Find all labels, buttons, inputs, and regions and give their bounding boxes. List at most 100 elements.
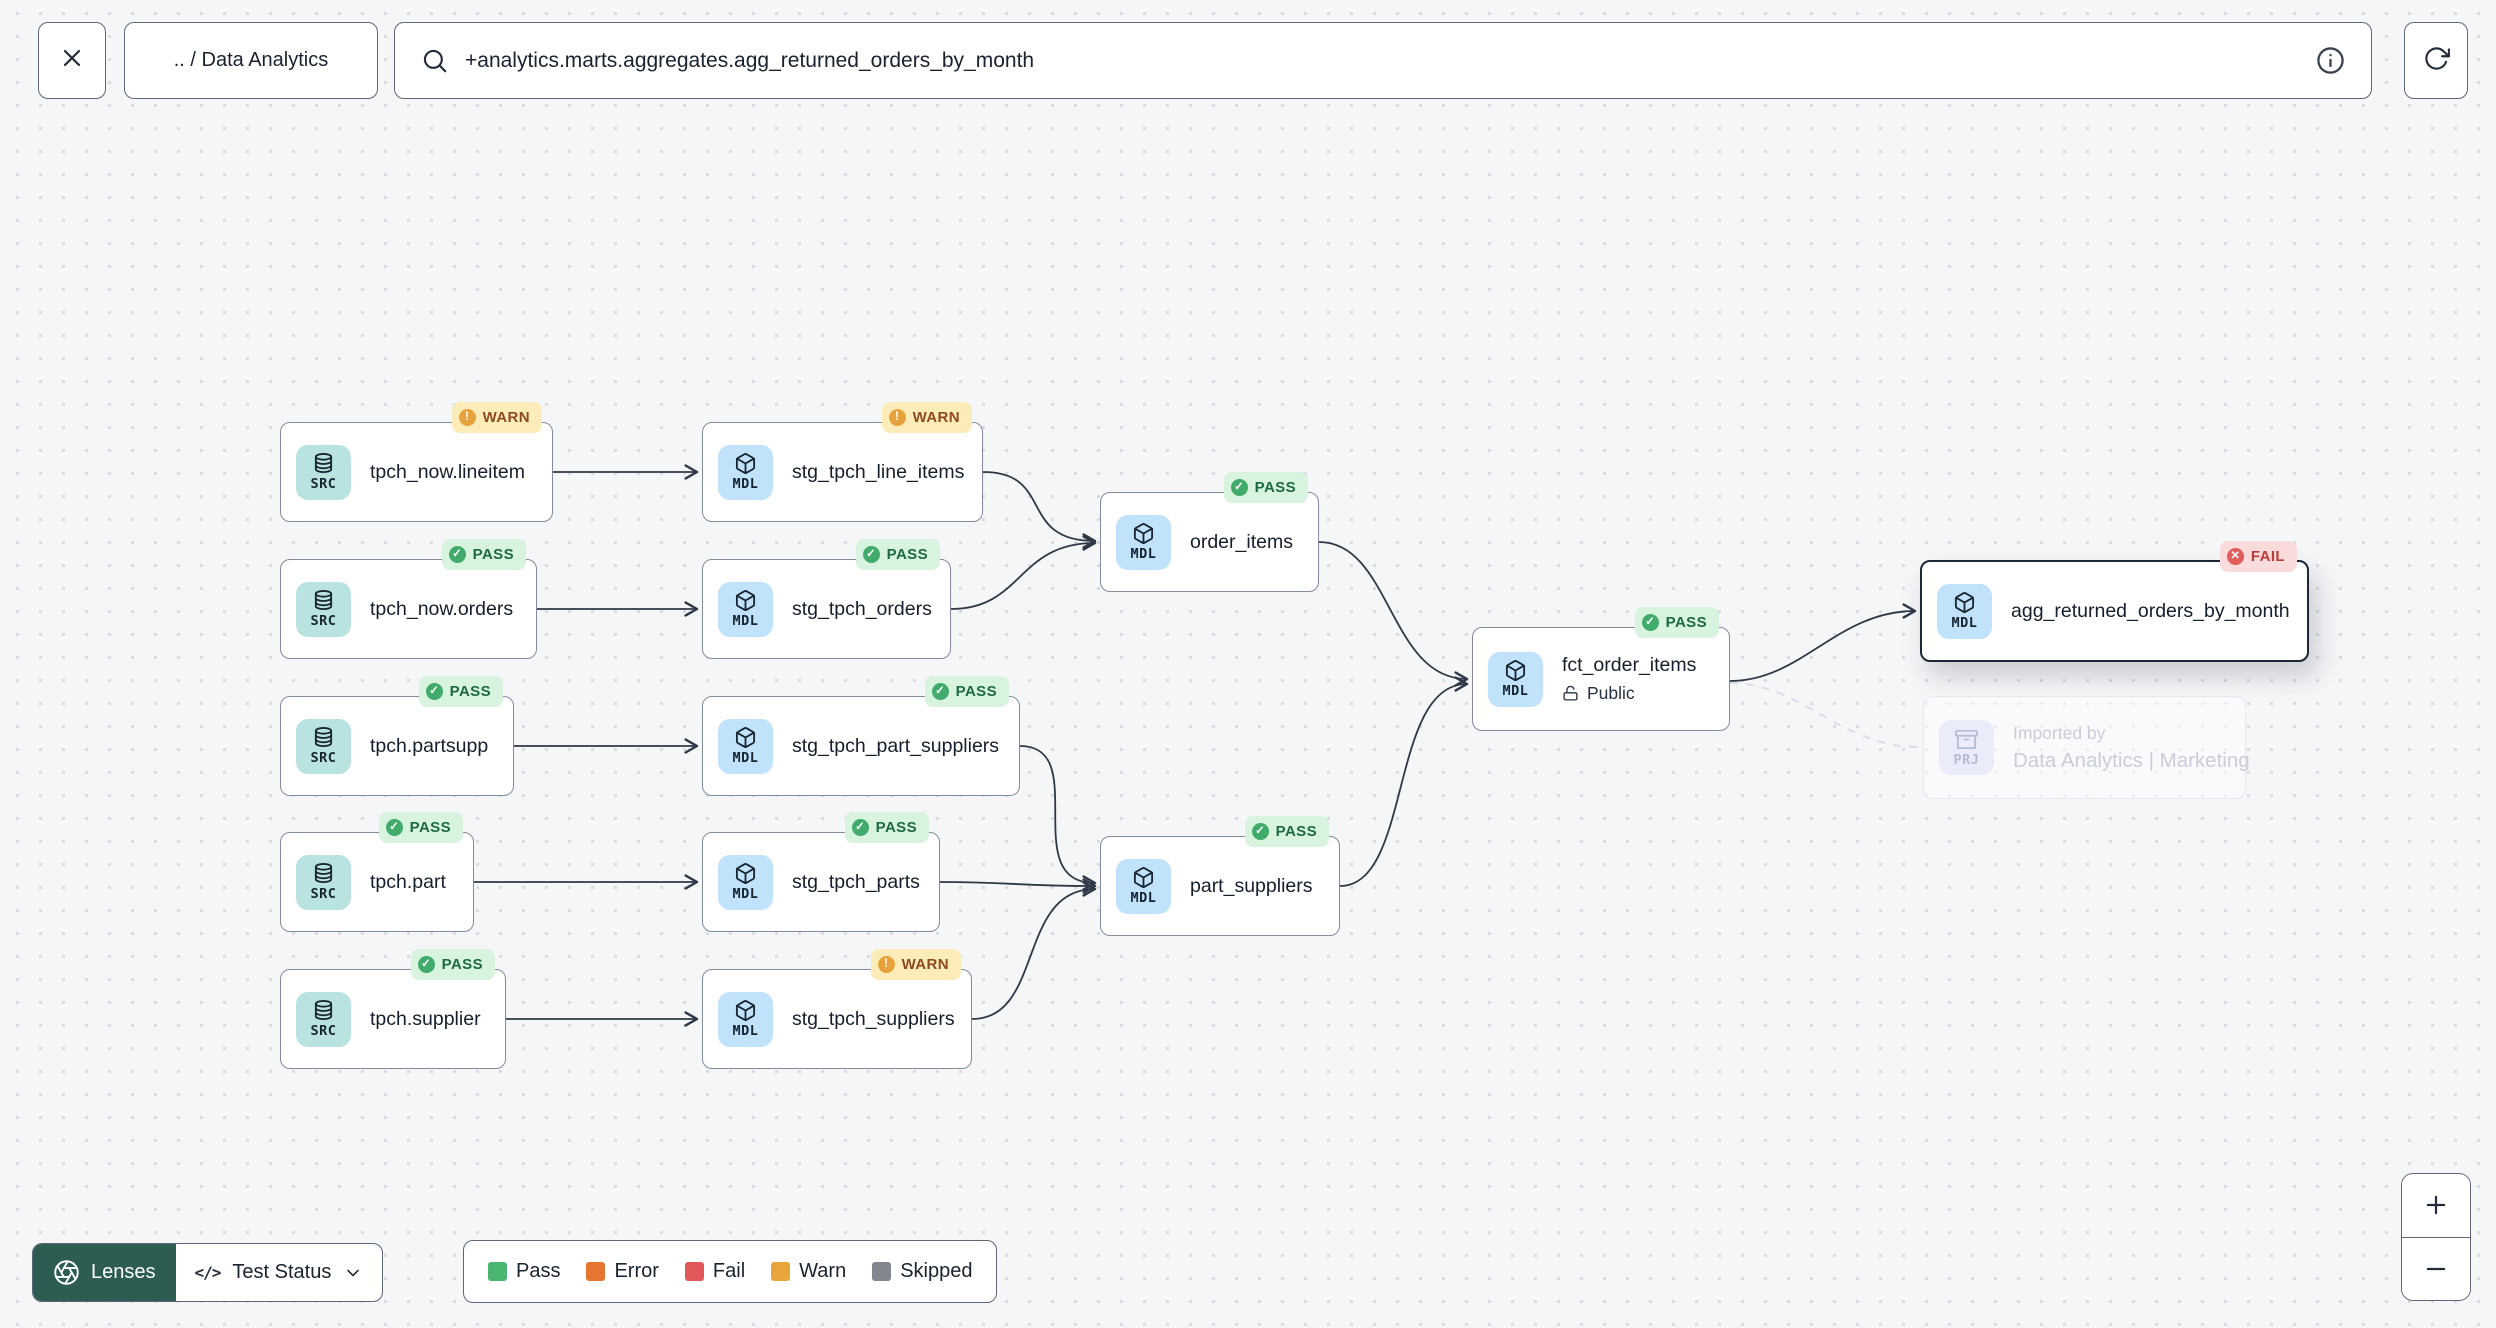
- legend-item-fail: Fail: [684, 1260, 745, 1283]
- node-kind-label: SRC: [310, 1023, 337, 1039]
- close-icon: [58, 44, 86, 77]
- legend-label: Skipped: [900, 1260, 973, 1282]
- graph-node-tpch_supplier[interactable]: ✓ PASS SRC tpch.supplier: [280, 949, 506, 1069]
- status-badge: ✓ PASS: [924, 676, 1009, 707]
- node-kind-tile: MDL: [1488, 651, 1543, 707]
- status-dot-icon: ✓: [448, 546, 466, 563]
- node-kind-tile: SRC: [296, 854, 351, 910]
- status-dot-icon: ✓: [385, 819, 403, 836]
- status-label: PASS: [1275, 823, 1317, 840]
- status-dot-icon: ✓: [425, 683, 443, 700]
- status-label: WARN: [482, 409, 530, 426]
- status-dot-icon: !: [458, 409, 476, 426]
- refresh-button[interactable]: [2404, 22, 2468, 99]
- plus-icon: [2422, 1191, 2450, 1219]
- search-bar[interactable]: [394, 22, 2372, 99]
- status-label: WARN: [912, 409, 960, 426]
- breadcrumb[interactable]: .. / Data Analytics: [124, 22, 378, 99]
- node-access-label: Public: [1587, 683, 1635, 703]
- project-icon: [1955, 728, 1978, 751]
- graph-node-fct_order_items[interactable]: ✓ PASS MDL fct_order_items Public: [1472, 607, 1730, 731]
- status-badge: ✓ PASS: [844, 812, 929, 843]
- status-label: PASS: [955, 683, 997, 700]
- node-kind-label: MDL: [1502, 683, 1529, 699]
- graph-node-tpch_part[interactable]: ✓ PASS SRC tpch.part: [280, 812, 474, 932]
- status-badge: ✓ PASS: [1634, 607, 1719, 638]
- cube-icon: [734, 862, 757, 885]
- node-label: tpch_now.lineitem: [370, 460, 526, 483]
- cube-icon: [1953, 591, 1976, 614]
- status-dot-icon: ✓: [417, 956, 435, 973]
- zoom-in-button[interactable]: [2402, 1174, 2470, 1237]
- database-icon: [312, 726, 335, 749]
- legend-item-skipped: Skipped: [872, 1260, 972, 1283]
- node-kind-tile: MDL: [718, 991, 773, 1047]
- status-dot-icon: ✓: [931, 683, 949, 700]
- node-label: stg_tpch_line_items: [792, 460, 965, 483]
- ghost-node-label: Data Analytics | Marketing: [2013, 748, 2250, 772]
- cube-icon: [1504, 659, 1527, 682]
- node-label: tpch.part: [370, 870, 446, 893]
- node-kind-tile: MDL: [718, 444, 773, 500]
- node-kind-label: SRC: [310, 476, 337, 492]
- node-label: tpch_now.orders: [370, 597, 514, 620]
- close-button[interactable]: [38, 22, 106, 99]
- status-dot-icon: !: [877, 956, 895, 973]
- graph-node-stg_tpch_parts[interactable]: ✓ PASS MDL stg_tpch_parts: [702, 812, 940, 932]
- node-kind-label: MDL: [732, 613, 759, 629]
- status-label: PASS: [886, 546, 928, 563]
- legend-item-warn: Warn: [771, 1260, 846, 1283]
- search-icon: [421, 47, 448, 74]
- unlock-icon: [1562, 685, 1579, 702]
- node-kind-label: PRJ: [1953, 751, 1980, 768]
- node-kind-tile: MDL: [718, 854, 773, 910]
- node-label: order_items: [1190, 530, 1293, 553]
- zoom-out-button[interactable]: [2402, 1236, 2470, 1300]
- status-label: PASS: [441, 956, 483, 973]
- legend-item-error: Error: [586, 1260, 659, 1283]
- node-kind-label: MDL: [1130, 546, 1157, 562]
- legend-label: Warn: [799, 1260, 847, 1282]
- lens-name: Test Status: [232, 1261, 332, 1283]
- legend-label: Error: [614, 1260, 659, 1282]
- cube-icon: [1132, 522, 1155, 545]
- node-kind-tile: SRC: [296, 581, 351, 637]
- status-badge: ✓ PASS: [410, 949, 495, 980]
- lens-select[interactable]: </> Test Status: [176, 1244, 383, 1301]
- legend-swatch: [872, 1262, 892, 1281]
- node-kind-tile: SRC: [296, 718, 351, 774]
- node-kind-label: MDL: [732, 886, 759, 902]
- node-label: stg_tpch_part_suppliers: [792, 734, 1000, 757]
- lenses-label: Lenses: [91, 1261, 156, 1283]
- info-icon[interactable]: [2316, 46, 2345, 75]
- database-icon: [312, 999, 335, 1022]
- node-label: tpch.supplier: [370, 1007, 481, 1030]
- database-icon: [312, 862, 335, 885]
- node-label: fct_order_items: [1562, 654, 1697, 676]
- cube-icon: [734, 589, 757, 612]
- node-kind-tile: MDL: [1116, 858, 1171, 914]
- status-badge: ! WARN: [451, 402, 542, 433]
- search-input[interactable]: [465, 48, 2299, 73]
- database-icon: [312, 452, 335, 475]
- graph-node-tpch_now_lineitem[interactable]: ! WARN SRC tpch_now.lineitem: [280, 402, 553, 522]
- status-badge: ! WARN: [870, 949, 961, 980]
- lenses-button[interactable]: Lenses: [33, 1244, 176, 1301]
- node-kind-label: MDL: [1130, 890, 1157, 906]
- node-label: stg_tpch_parts: [792, 870, 920, 893]
- status-label: PASS: [449, 683, 491, 700]
- status-label: PASS: [409, 819, 451, 836]
- minus-icon: [2422, 1255, 2450, 1283]
